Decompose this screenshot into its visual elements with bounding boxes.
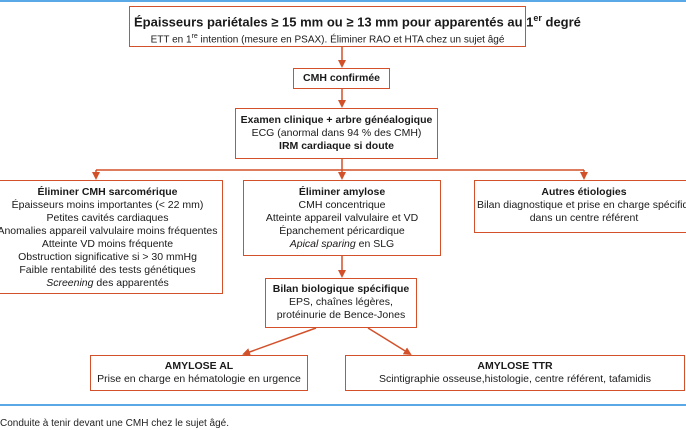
clinical-exam-irm: IRM cardiaque si doute: [279, 140, 394, 152]
box-wall-thickness: Épaisseurs pariétales ≥ 15 mm ou ≥ 13 mm…: [129, 6, 581, 47]
amylose-ttr-line: Scintigraphie osseuse,histologie, centre…: [379, 373, 651, 385]
top-rule: [0, 0, 686, 2]
figure-caption: Conduite à tenir devant une CMH chez le …: [0, 418, 230, 429]
box-biological-workup: Bilan biologique spécifique EPS, chaînes…: [265, 278, 417, 328]
sarcomeric-screening: Screening des apparentés: [46, 277, 169, 289]
biological-workup-line: protéinurie de Bence-Jones: [276, 309, 406, 321]
amylose-ttr-title: AMYLOSE TTR: [477, 360, 553, 372]
amylose-al-line: Prise en charge en hématologie en urgenc…: [97, 373, 301, 385]
biological-workup-title: Bilan biologique spécifique: [272, 283, 410, 295]
amylose-title: Éliminer amylose: [298, 186, 386, 198]
box-cmh-confirmed: CMH confirmée: [293, 68, 390, 89]
wall-thickness-line: ETT en 1re intention (mesure en PSAX). É…: [150, 33, 505, 46]
sarcomeric-title: Éliminer CMH sarcomérique: [37, 186, 178, 198]
bottom-rule: [0, 404, 686, 406]
clinical-exam-title: Examen clinique + arbre généalogique: [240, 114, 433, 126]
box-amylose-al: AMYLOSE AL Prise en charge en hématologi…: [90, 355, 308, 391]
amylose-apical-sparing: Apical sparing en SLG: [289, 238, 395, 250]
cmh-confirmed-title: CMH confirmée: [302, 72, 380, 84]
sarcomeric-line: Atteinte VD moins fréquente: [41, 238, 174, 250]
arrow-bilan-to-al: [242, 327, 317, 356]
box-clinical-exam: Examen clinique + arbre généalogique ECG…: [235, 108, 438, 159]
box-amylose: Éliminer amylose CMH concentrique Attein…: [243, 180, 441, 256]
other-etiologies-line: dans un centre référent: [529, 212, 639, 224]
amylose-line: Atteinte appareil valvulaire et VD: [265, 212, 419, 224]
clinical-exam-ecg: ECG (anormal dans 94 % des CMH): [251, 127, 422, 139]
box-amylose-ttr: AMYLOSE TTR Scintigraphie osseuse,histol…: [345, 355, 685, 391]
wall-thickness-title: Épaisseurs pariétales ≥ 15 mm ou ≥ 13 mm…: [134, 13, 581, 30]
sarcomeric-line: Anomalies appareil valvulaire moins fréq…: [0, 225, 218, 237]
sarcomeric-line: Faible rentabilité des tests génétiques: [19, 264, 196, 276]
box-other-etiologies: Autres étiologies Bilan diagnostique et …: [474, 180, 686, 233]
amylose-al-title: AMYLOSE AL: [164, 360, 234, 372]
other-etiologies-line: Bilan diagnostique et prise en charge sp…: [477, 199, 686, 211]
other-etiologies-title: Autres étiologies: [541, 186, 627, 198]
sarcomeric-line: Petites cavités cardiaques: [46, 212, 169, 224]
arrow-bilan-to-ttr: [367, 327, 412, 356]
sarcomeric-line: Obstruction significative si > 30 mmHg: [18, 251, 197, 263]
box-sarcomeric: Éliminer CMH sarcomérique Épaisseurs moi…: [0, 180, 223, 294]
sarcomeric-line: Épaisseurs moins importantes (< 22 mm): [11, 199, 204, 211]
amylose-line: Épanchement péricardique: [279, 225, 405, 237]
amylose-line: CMH concentrique: [298, 199, 386, 211]
biological-workup-line: EPS, chaînes légères,: [289, 296, 393, 308]
